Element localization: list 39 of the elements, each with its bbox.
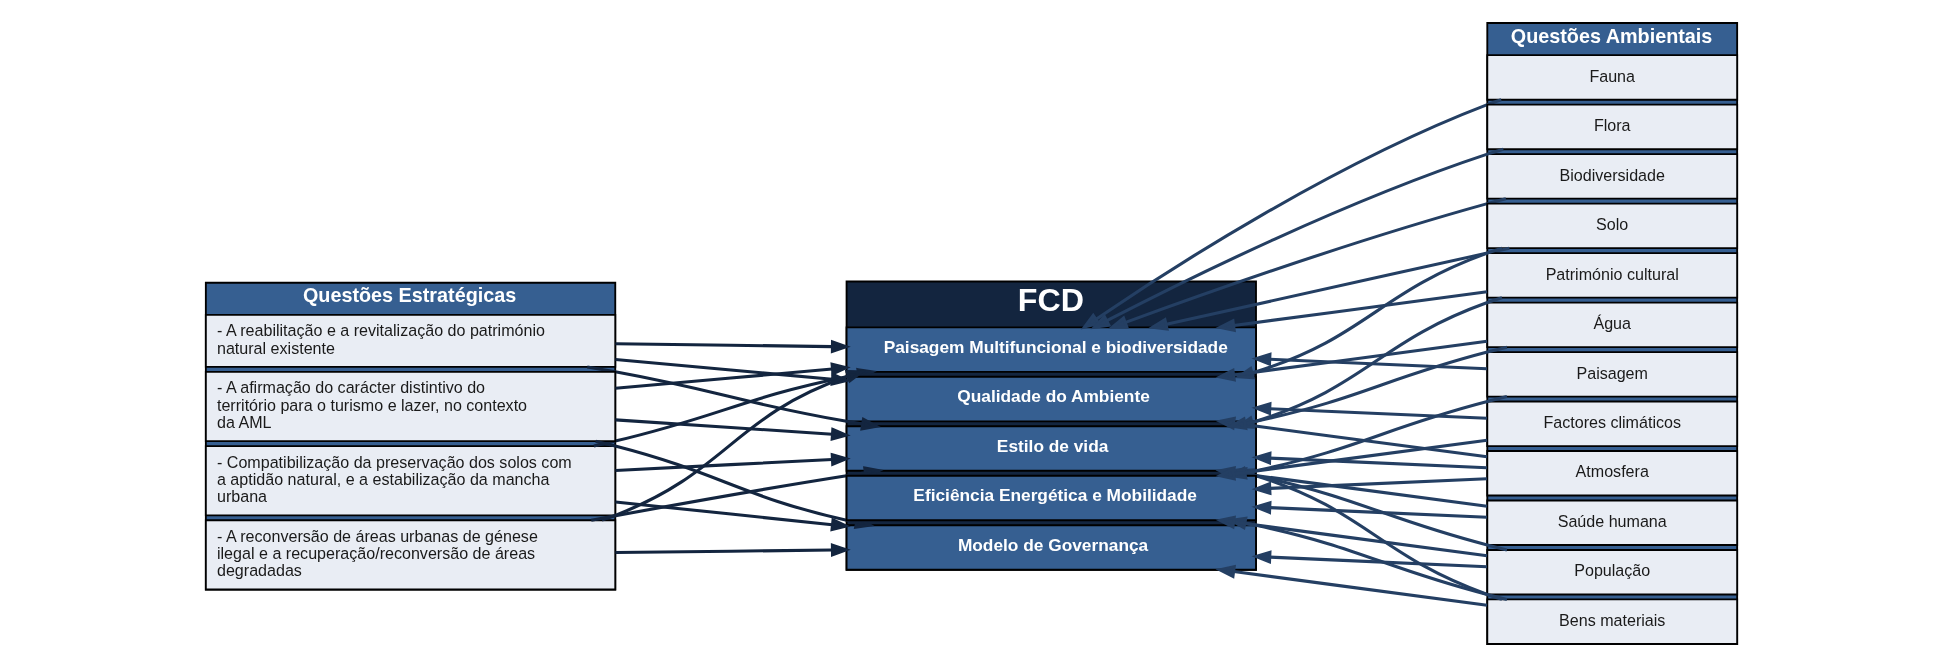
arrow xyxy=(1089,147,1504,330)
arrow xyxy=(1147,246,1510,331)
node-box: Biodiversidade xyxy=(1485,153,1738,200)
node-box: Paisagem Multifuncional e biodiversidade xyxy=(845,326,1257,373)
arrow xyxy=(1250,401,1487,420)
node-box: Solo xyxy=(1485,202,1738,250)
node-box: Estilo de vida xyxy=(845,425,1257,472)
node-box: - Compatibilização da preservação dos solos com a aptidão natural, e a estabilização da mancha urbana xyxy=(204,445,616,517)
arrow xyxy=(1214,564,1487,607)
node-box: Flora xyxy=(1485,103,1738,151)
arrow xyxy=(1250,550,1487,569)
node-box: Paisagem xyxy=(1485,351,1738,398)
arrow xyxy=(1250,451,1487,470)
arrow xyxy=(1250,500,1487,519)
node-box: Fauna xyxy=(1485,54,1738,101)
node-box: Património cultural xyxy=(1485,252,1738,299)
node-box: - A reabilitação e a revitalização do património natural existente xyxy=(204,314,616,368)
node-box: Qualidade do Ambiente xyxy=(845,375,1257,423)
node-box: - A afirmação do carácter distintivo do território para o turismo e lazer, no contexto da AML xyxy=(204,370,616,443)
arrow xyxy=(590,466,884,522)
node-box: Factores climáticos xyxy=(1485,400,1738,447)
arrow xyxy=(614,339,851,354)
arrow xyxy=(1080,98,1502,330)
node-box: População xyxy=(1485,549,1738,596)
arrow xyxy=(614,500,851,532)
node-box: - A reconversão de áreas urbanas de génese ilegal e a recuperação/reconversão de áreas degradadas xyxy=(204,519,616,591)
arrow xyxy=(1250,352,1487,371)
arrow xyxy=(1250,477,1487,496)
node-box: Atmosfera xyxy=(1485,450,1738,497)
arrow xyxy=(614,543,851,557)
arrow xyxy=(614,418,851,442)
node-box: Bens materiais xyxy=(1485,598,1738,645)
node-box: Eficiência Energética e Mobilidade xyxy=(845,474,1257,522)
node-box: Modelo de Governança xyxy=(845,524,1257,571)
arrow xyxy=(614,452,851,472)
node-box: Saúde humana xyxy=(1485,499,1738,546)
arrow xyxy=(1107,197,1506,329)
node-box: Água xyxy=(1485,301,1738,349)
arrow xyxy=(1214,290,1487,333)
